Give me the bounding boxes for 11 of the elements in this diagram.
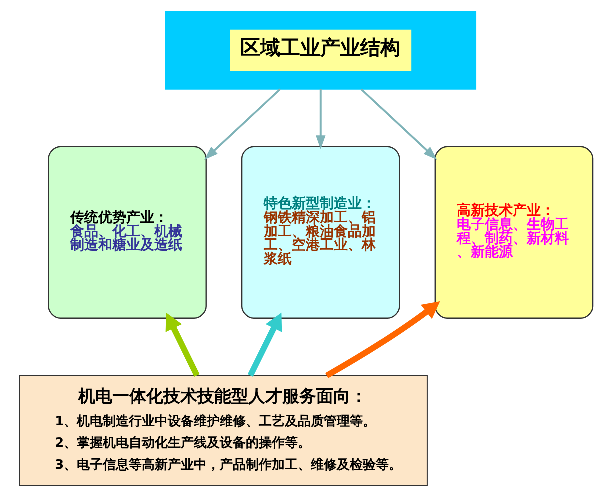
arrow [204,88,282,160]
arrow [326,302,440,378]
arrow [166,312,200,378]
node-box: 特色新型制造业： 钢铁精深加工、铝加工、粮油食品加工、空港工业、林浆纸 [241,146,400,319]
arrow [316,89,326,150]
node-box: 区域工业产业结构 [165,12,477,90]
arrow [360,88,438,160]
node-box: 传统优势产业： 食品、化工、机械制造和糖业及造纸 [48,146,207,319]
node-box: 高新技术产业： 电子信息、生物工程、制药、新材料、新能源 [434,146,594,319]
node-box: 机电一体化技术技能型人才服务面向： 1、机电制造行业中设备维护维修、工艺及品质管理等。 2、掌握机电自动化生产线及设备的操作等。 3、电子信息等高新产业中，产品制作加工、维修及检验等。 [19,375,428,486]
arrow [248,312,282,378]
